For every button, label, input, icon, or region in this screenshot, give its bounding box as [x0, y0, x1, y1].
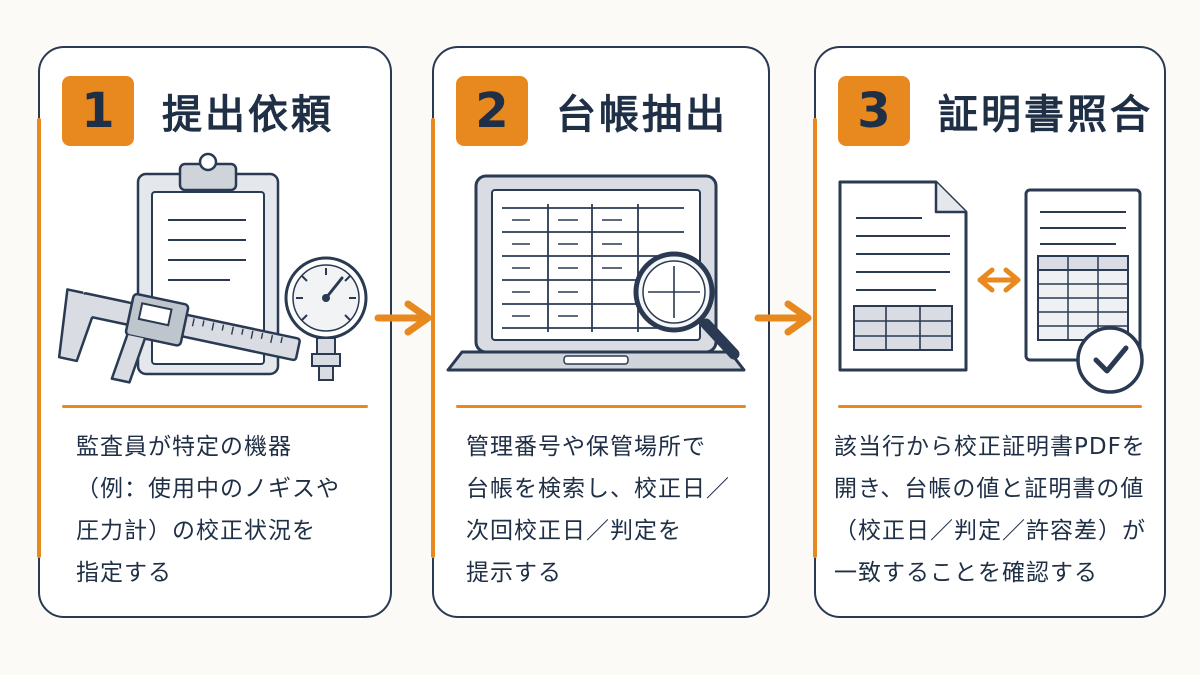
step-header: 2 台帳抽出 [456, 76, 728, 146]
step-card-2: 2 台帳抽出 [431, 46, 770, 618]
laptop-table-magnifier-icon [446, 174, 746, 372]
step-description: 監査員が特定の機器 （例：使用中のノギスや 圧力計）の校正状況を 指定する [76, 434, 340, 586]
step-description: 該当行から校正証明書PDFを 開き、台帳の値と証明書の値 （校正日／判定／許容差… [834, 434, 1146, 586]
card-accent-bar [37, 118, 41, 558]
step-title: 台帳抽出 [556, 92, 728, 138]
step-number-badge: 1 [62, 76, 134, 146]
step-card-1: 1 提出依頼 [37, 46, 392, 618]
card-accent-bar [813, 118, 817, 558]
step-number-badge: 2 [456, 76, 528, 146]
step-title: 証明書照合 [938, 92, 1153, 138]
section-divider [838, 405, 1142, 408]
step-title: 提出依頼 [162, 92, 334, 138]
arrow-right-icon [374, 300, 432, 336]
section-divider [62, 405, 368, 408]
card-accent-bar [431, 118, 435, 558]
arrow-right-icon [754, 300, 812, 336]
clipboard-caliper-gauge-icon [57, 152, 368, 384]
step-header: 1 提出依頼 [62, 76, 334, 146]
step-description: 管理番号や保管場所で 台帳を検索し、校正日／ 次回校正日／判定を 提示する [466, 434, 730, 586]
documents-compare-check-icon [838, 180, 1144, 394]
step-number-badge: 3 [838, 76, 910, 146]
step-card-3: 3 証明書照合 [813, 46, 1166, 618]
step-header: 3 証明書照合 [838, 76, 1153, 146]
section-divider [456, 405, 746, 408]
